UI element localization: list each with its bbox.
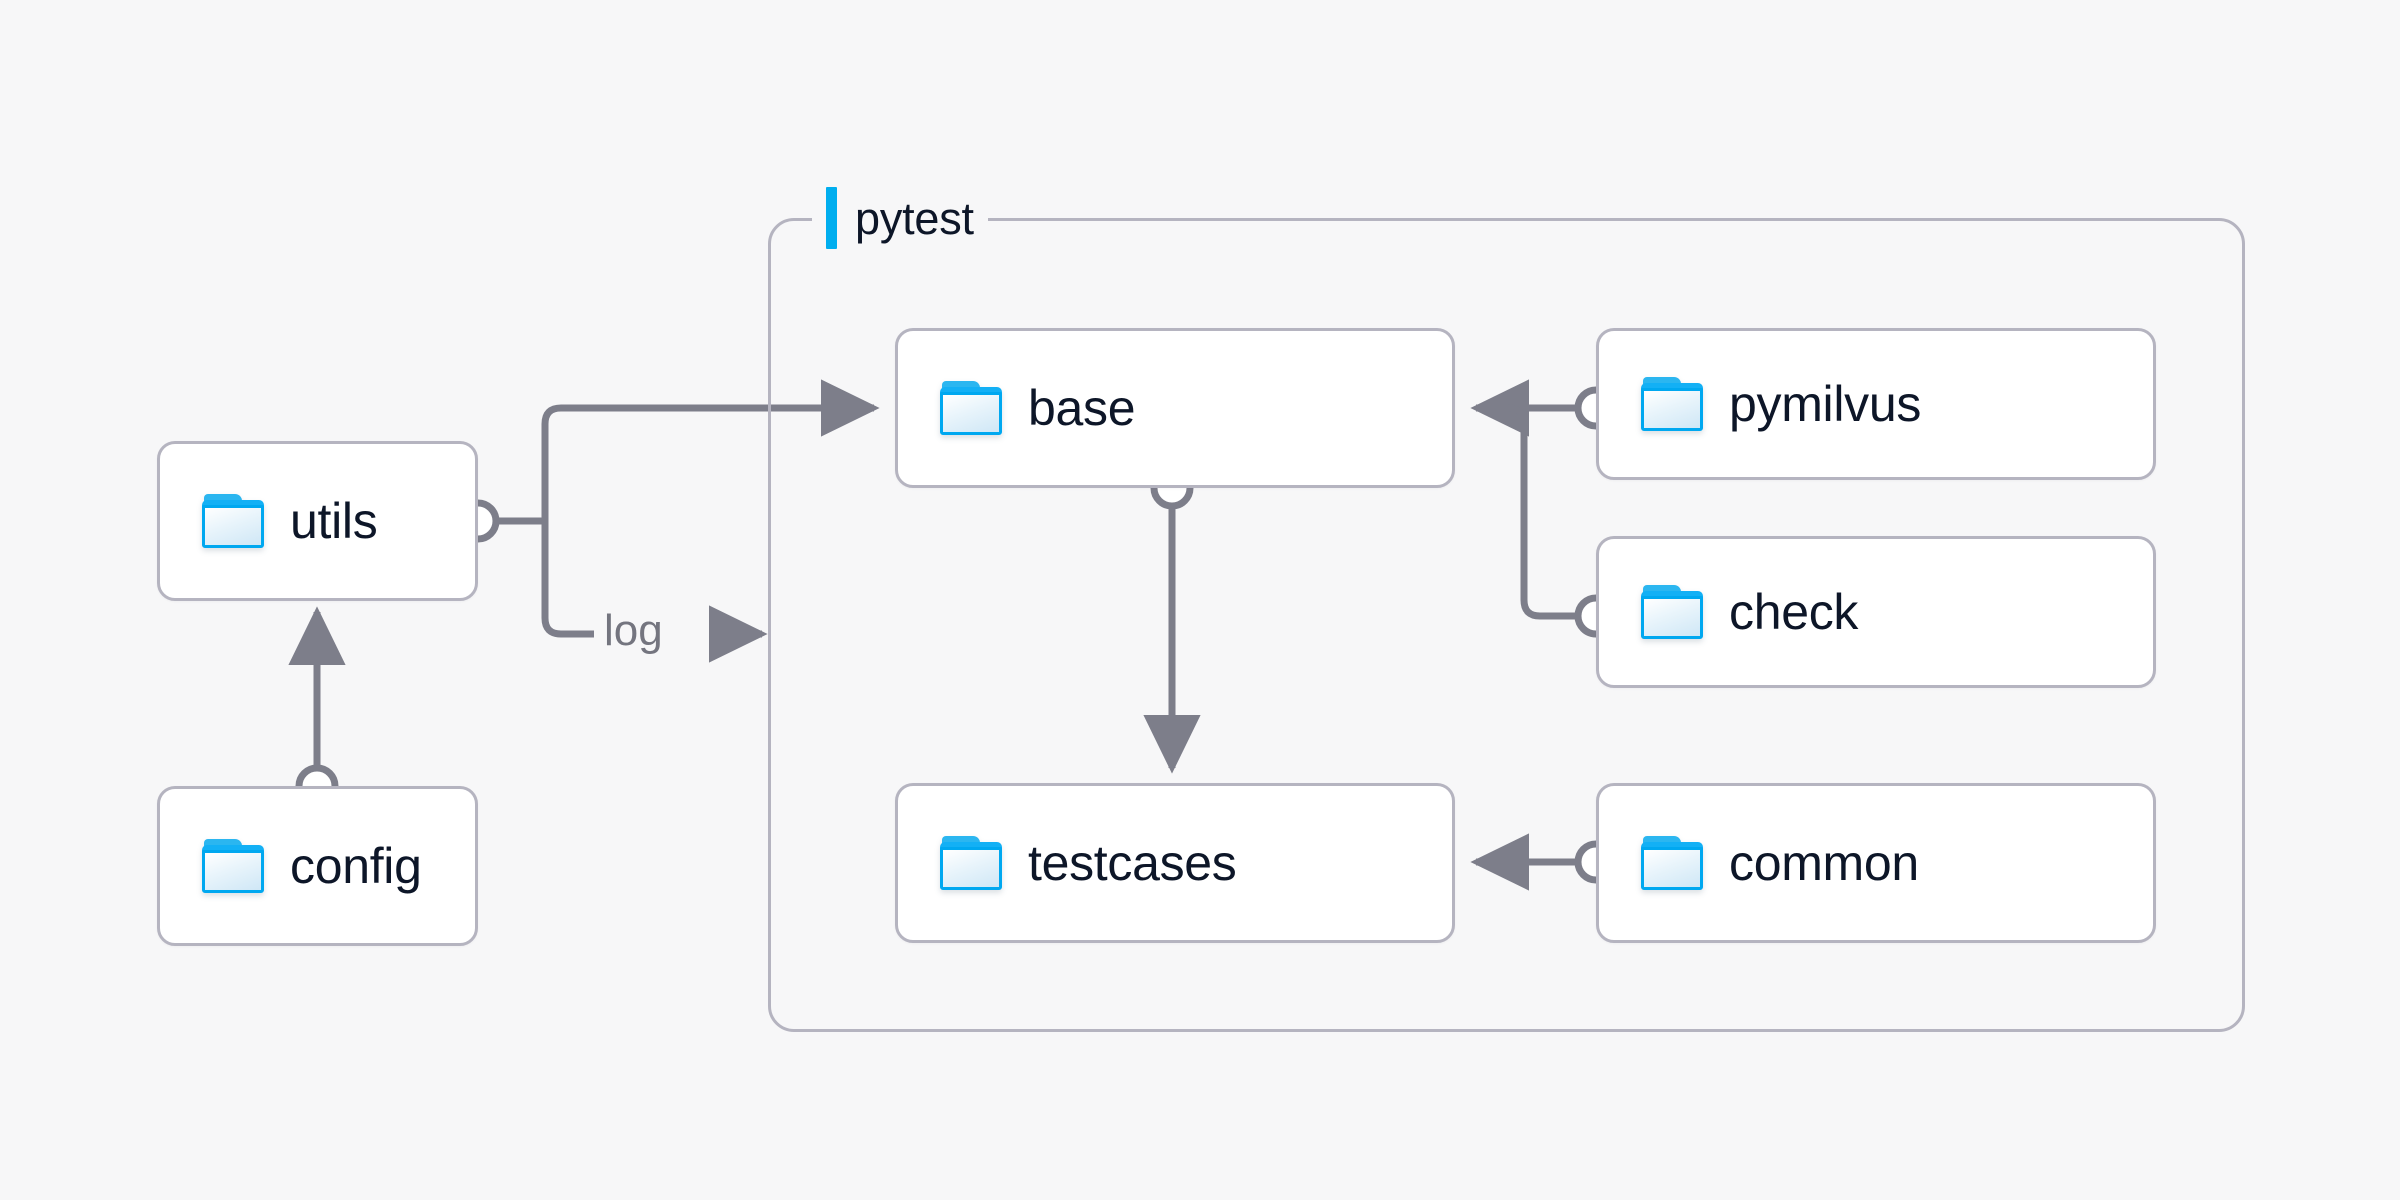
folder-icon: [1641, 585, 1703, 639]
node-label: check: [1729, 584, 1859, 640]
node-label: config: [290, 838, 422, 894]
folder-icon: [1641, 836, 1703, 890]
group-title: pytest: [855, 192, 974, 244]
edge-label-log: log: [604, 606, 663, 655]
folder-icon: [940, 381, 1002, 435]
node-label: pymilvus: [1729, 376, 1922, 432]
folder-icon: [202, 494, 264, 548]
node-testcases[interactable]: testcases: [895, 783, 1455, 943]
node-label: common: [1729, 835, 1919, 891]
edge-utils-to-log: [541, 521, 594, 638]
node-label: base: [1028, 380, 1136, 436]
node-base[interactable]: base: [895, 328, 1455, 488]
node-check[interactable]: check: [1596, 536, 2156, 688]
group-pytest[interactable]: [768, 218, 2245, 1032]
node-common[interactable]: common: [1596, 783, 2156, 943]
node-label: utils: [290, 493, 378, 549]
folder-icon: [940, 836, 1002, 890]
node-pymilvus[interactable]: pymilvus: [1596, 328, 2156, 480]
node-utils[interactable]: utils: [157, 441, 478, 601]
folder-icon: [1641, 377, 1703, 431]
accent-bar-icon: [826, 187, 837, 249]
node-label: testcases: [1028, 835, 1237, 891]
node-config[interactable]: config: [157, 786, 478, 946]
folder-icon: [202, 839, 264, 893]
group-pytest-label: pytest: [812, 187, 988, 249]
